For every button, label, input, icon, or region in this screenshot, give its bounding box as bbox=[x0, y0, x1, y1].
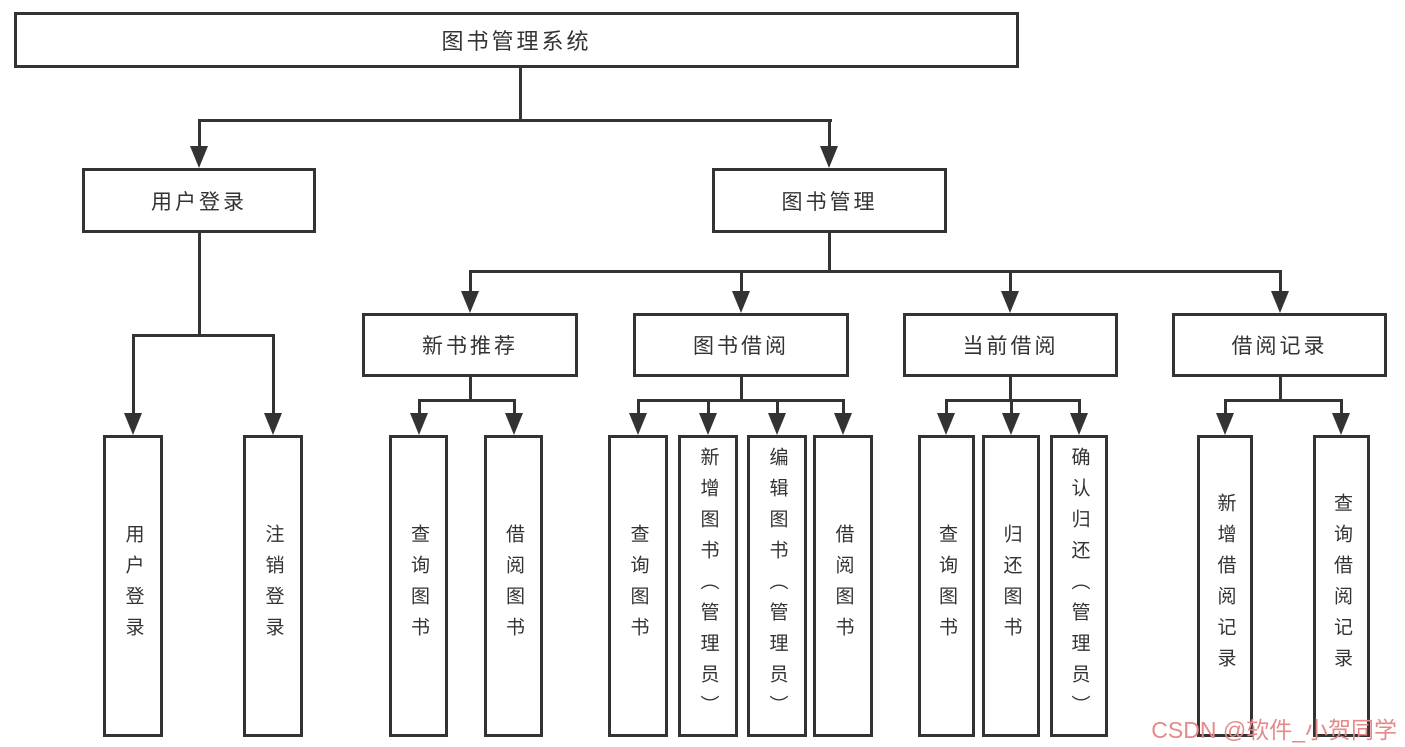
node-label: 归还图书 bbox=[1000, 524, 1022, 648]
arrow-down-icon bbox=[1332, 413, 1350, 435]
connector-hline bbox=[418, 399, 516, 402]
connector-hline bbox=[198, 119, 832, 122]
arrow-down-icon bbox=[264, 413, 282, 435]
arrow-down-icon bbox=[1216, 413, 1234, 435]
node-label: 编辑图书（管理员） bbox=[766, 446, 788, 726]
node-borrow-books-recommend: 借阅图书 bbox=[484, 435, 543, 737]
node-confirm-return-admin: 确认归还（管理员） bbox=[1050, 435, 1108, 737]
connector-vline bbox=[1224, 401, 1227, 414]
node-label: 查询借阅记录 bbox=[1331, 493, 1352, 679]
node-edit-books-admin: 编辑图书（管理员） bbox=[747, 435, 807, 737]
connector-vline bbox=[519, 68, 522, 121]
arrow-down-icon bbox=[699, 413, 717, 435]
node-new-book-recommendation: 新书推荐 bbox=[362, 313, 578, 377]
node-query-books-recommend: 查询图书 bbox=[389, 435, 448, 737]
node-label: 查询图书 bbox=[627, 524, 649, 648]
node-current-borrowing: 当前借阅 bbox=[903, 313, 1118, 377]
arrow-down-icon bbox=[768, 413, 786, 435]
connector-vline bbox=[469, 377, 472, 401]
node-query-books-current: 查询图书 bbox=[918, 435, 975, 737]
node-label: 当前借阅 bbox=[962, 335, 1059, 358]
connector-vline bbox=[1010, 401, 1013, 414]
node-label: 用户登录 bbox=[151, 190, 247, 214]
arrow-down-icon bbox=[1001, 291, 1019, 313]
arrow-down-icon bbox=[190, 146, 208, 168]
connector-vline bbox=[132, 336, 135, 414]
connector-vline bbox=[198, 233, 201, 336]
connector-vline bbox=[740, 272, 743, 292]
connector-hline bbox=[469, 270, 1282, 273]
connector-hline bbox=[1224, 399, 1343, 402]
node-label: 查询图书 bbox=[936, 524, 957, 648]
connector-vline bbox=[828, 121, 831, 147]
connector-vline bbox=[418, 401, 421, 414]
arrow-down-icon bbox=[1271, 291, 1289, 313]
node-label: 新增借阅记录 bbox=[1214, 493, 1236, 679]
connector-vline bbox=[513, 401, 516, 414]
node-query-borrow-record: 查询借阅记录 bbox=[1313, 435, 1370, 737]
node-root: 图书管理系统 bbox=[14, 12, 1019, 68]
node-label: 新书推荐 bbox=[422, 335, 518, 358]
arrow-down-icon bbox=[1070, 413, 1088, 435]
node-return-books: 归还图书 bbox=[982, 435, 1040, 737]
node-label: 图书管理系统 bbox=[441, 29, 592, 54]
arrow-down-icon bbox=[461, 291, 479, 313]
node-book-management: 图书管理 bbox=[712, 168, 947, 233]
arrow-down-icon bbox=[1002, 413, 1020, 435]
node-label: 新增图书（管理员） bbox=[697, 446, 719, 726]
arrow-down-icon bbox=[629, 413, 647, 435]
node-logout-leaf: 注销登录 bbox=[243, 435, 303, 737]
node-label: 图书管理 bbox=[781, 190, 878, 214]
node-label: 确认归还（管理员） bbox=[1068, 446, 1090, 726]
connector-vline bbox=[1279, 377, 1282, 401]
connector-vline bbox=[272, 336, 275, 414]
node-label: 查询图书 bbox=[408, 524, 429, 648]
node-label: 借阅图书 bbox=[832, 524, 854, 648]
connector-hline bbox=[132, 334, 275, 337]
node-label: 注销登录 bbox=[262, 524, 284, 648]
node-label: 用户登录 bbox=[122, 524, 144, 648]
connector-vline bbox=[740, 377, 743, 401]
node-label: 借阅记录 bbox=[1231, 335, 1328, 358]
node-book-borrowing: 图书借阅 bbox=[633, 313, 849, 377]
arrow-down-icon bbox=[820, 146, 838, 168]
connector-vline bbox=[842, 401, 845, 414]
node-user-login-leaf: 用户登录 bbox=[103, 435, 163, 737]
node-add-books-admin: 新增图书（管理员） bbox=[678, 435, 738, 737]
connector-vline bbox=[1009, 272, 1012, 292]
arrow-down-icon bbox=[505, 413, 523, 435]
connector-vline bbox=[1279, 272, 1282, 292]
csdn-watermark: CSDN @软件_小贺同学 bbox=[1151, 717, 1397, 743]
arrow-down-icon bbox=[410, 413, 428, 435]
node-user-login: 用户登录 bbox=[82, 168, 316, 233]
node-label: 图书借阅 bbox=[693, 335, 789, 358]
arrow-down-icon bbox=[937, 413, 955, 435]
connector-vline bbox=[707, 401, 710, 414]
connector-vline bbox=[776, 401, 779, 414]
node-add-borrow-record: 新增借阅记录 bbox=[1197, 435, 1253, 737]
connector-hline bbox=[637, 399, 845, 402]
node-borrow-books-borrowing: 借阅图书 bbox=[813, 435, 873, 737]
connector-hline bbox=[945, 399, 1081, 402]
connector-vline bbox=[1340, 401, 1343, 414]
arrow-down-icon bbox=[732, 291, 750, 313]
connector-vline bbox=[637, 401, 640, 414]
node-label: 借阅图书 bbox=[503, 524, 524, 648]
connector-vline bbox=[1009, 377, 1012, 401]
connector-vline bbox=[1078, 401, 1081, 414]
connector-vline bbox=[828, 233, 831, 272]
arrow-down-icon bbox=[124, 413, 142, 435]
node-borrowing-records: 借阅记录 bbox=[1172, 313, 1387, 377]
connector-vline bbox=[945, 401, 948, 414]
arrow-down-icon bbox=[834, 413, 852, 435]
connector-vline bbox=[198, 121, 201, 147]
node-query-books-borrowing: 查询图书 bbox=[608, 435, 668, 737]
connector-vline bbox=[469, 272, 472, 292]
